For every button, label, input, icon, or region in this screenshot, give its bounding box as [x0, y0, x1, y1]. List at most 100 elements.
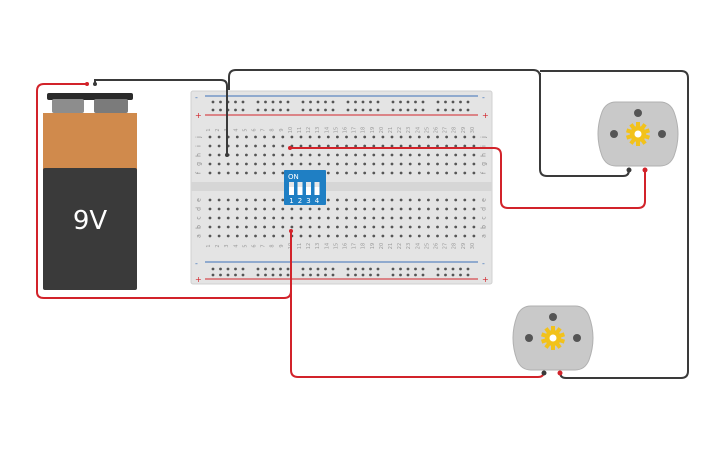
breadboard-hole[interactable] — [217, 216, 221, 220]
rail-hole[interactable] — [301, 108, 305, 112]
breadboard-hole[interactable] — [235, 198, 239, 202]
breadboard-hole[interactable] — [417, 198, 421, 202]
breadboard-hole[interactable] — [217, 171, 221, 175]
breadboard-hole[interactable] — [445, 171, 448, 175]
dip-toggle[interactable] — [314, 182, 320, 195]
motor-top-right[interactable] — [597, 101, 679, 173]
breadboard-hole[interactable] — [208, 225, 212, 229]
breadboard-hole[interactable] — [463, 207, 467, 211]
rail-hole[interactable] — [271, 108, 275, 112]
rail-hole[interactable] — [376, 273, 380, 277]
breadboard-hole[interactable] — [408, 144, 412, 148]
breadboard-hole[interactable] — [299, 153, 303, 157]
rail-hole[interactable] — [451, 273, 455, 277]
breadboard-hole[interactable] — [445, 153, 448, 157]
rail-hole[interactable] — [466, 273, 470, 277]
breadboard-hole[interactable] — [263, 198, 266, 202]
rail-hole[interactable] — [219, 108, 222, 112]
breadboard-hole[interactable] — [263, 135, 266, 139]
breadboard-hole[interactable] — [472, 171, 476, 175]
breadboard-hole[interactable] — [245, 144, 248, 148]
wire-black-battery[interactable] — [94, 79, 228, 155]
rail-hole[interactable] — [316, 100, 320, 104]
breadboard-hole[interactable] — [372, 135, 376, 139]
breadboard-hole[interactable] — [381, 144, 385, 148]
breadboard-hole[interactable] — [217, 144, 221, 148]
breadboard-hole[interactable] — [308, 153, 312, 157]
breadboard-hole[interactable] — [445, 162, 448, 166]
rail-hole[interactable] — [466, 100, 470, 104]
breadboard-hole[interactable] — [408, 198, 412, 202]
breadboard-hole[interactable] — [427, 198, 430, 202]
breadboard-hole[interactable] — [326, 216, 330, 220]
rail-hole[interactable] — [286, 273, 290, 277]
rail-hole[interactable] — [309, 273, 312, 277]
breadboard-hole[interactable] — [345, 153, 348, 157]
breadboard-hole[interactable] — [417, 225, 421, 229]
breadboard-hole[interactable] — [345, 171, 348, 175]
rail-hole[interactable] — [271, 273, 275, 277]
rail-hole[interactable] — [451, 267, 455, 271]
breadboard-hole[interactable] — [245, 135, 248, 139]
breadboard-hole[interactable] — [245, 234, 248, 238]
breadboard-hole[interactable] — [417, 135, 421, 139]
breadboard-hole[interactable] — [299, 135, 303, 139]
rail-hole[interactable] — [369, 108, 372, 112]
rail-hole[interactable] — [414, 100, 417, 104]
breadboard-hole[interactable] — [381, 198, 385, 202]
breadboard-hole[interactable] — [390, 198, 394, 202]
breadboard-hole[interactable] — [427, 225, 430, 229]
rail-hole[interactable] — [459, 267, 462, 271]
breadboard-hole[interactable] — [445, 216, 448, 220]
breadboard-hole[interactable] — [226, 225, 230, 229]
breadboard-hole[interactable] — [281, 234, 285, 238]
rail-hole[interactable] — [466, 108, 470, 112]
rail-hole[interactable] — [369, 273, 372, 277]
breadboard-hole[interactable] — [472, 216, 476, 220]
rail-hole[interactable] — [421, 100, 425, 104]
breadboard-hole[interactable] — [390, 225, 394, 229]
breadboard-hole[interactable] — [427, 153, 430, 157]
rail-hole[interactable] — [331, 108, 335, 112]
rail-hole[interactable] — [459, 273, 462, 277]
rail-hole[interactable] — [376, 100, 380, 104]
breadboard-hole[interactable] — [299, 216, 303, 220]
rail-hole[interactable] — [414, 108, 417, 112]
breadboard-hole[interactable] — [399, 207, 403, 211]
breadboard-holes[interactable] — [208, 100, 476, 277]
rail-hole[interactable] — [406, 100, 410, 104]
breadboard-hole[interactable] — [336, 171, 339, 175]
breadboard-hole[interactable] — [354, 153, 357, 157]
rail-hole[interactable] — [211, 100, 215, 104]
breadboard-hole[interactable] — [226, 207, 230, 211]
breadboard-hole[interactable] — [226, 198, 230, 202]
breadboard-hole[interactable] — [208, 234, 212, 238]
breadboard-hole[interactable] — [363, 171, 367, 175]
breadboard-hole[interactable] — [281, 216, 285, 220]
rail-hole[interactable] — [414, 273, 417, 277]
breadboard-hole[interactable] — [317, 153, 321, 157]
rail-hole[interactable] — [219, 100, 222, 104]
breadboard-hole[interactable] — [272, 171, 276, 175]
breadboard-hole[interactable] — [208, 207, 212, 211]
breadboard-hole[interactable] — [208, 216, 212, 220]
rail-hole[interactable] — [264, 100, 267, 104]
breadboard-hole[interactable] — [363, 216, 367, 220]
breadboard-hole[interactable] — [245, 162, 248, 166]
breadboard-hole[interactable] — [217, 162, 221, 166]
breadboard-hole[interactable] — [317, 234, 321, 238]
rail-hole[interactable] — [309, 108, 312, 112]
motor-bottom-terminal-minus[interactable] — [541, 370, 547, 376]
breadboard-hole[interactable] — [472, 198, 476, 202]
rail-hole[interactable] — [414, 267, 417, 271]
breadboard-hole[interactable] — [336, 234, 339, 238]
rail-hole[interactable] — [264, 273, 267, 277]
breadboard-hole[interactable] — [226, 234, 230, 238]
rail-hole[interactable] — [286, 100, 290, 104]
breadboard-hole[interactable] — [308, 162, 312, 166]
breadboard-hole[interactable] — [417, 234, 421, 238]
rail-hole[interactable] — [256, 108, 260, 112]
breadboard-hole[interactable] — [208, 144, 212, 148]
rail-hole[interactable] — [436, 100, 440, 104]
rail-hole[interactable] — [406, 267, 410, 271]
